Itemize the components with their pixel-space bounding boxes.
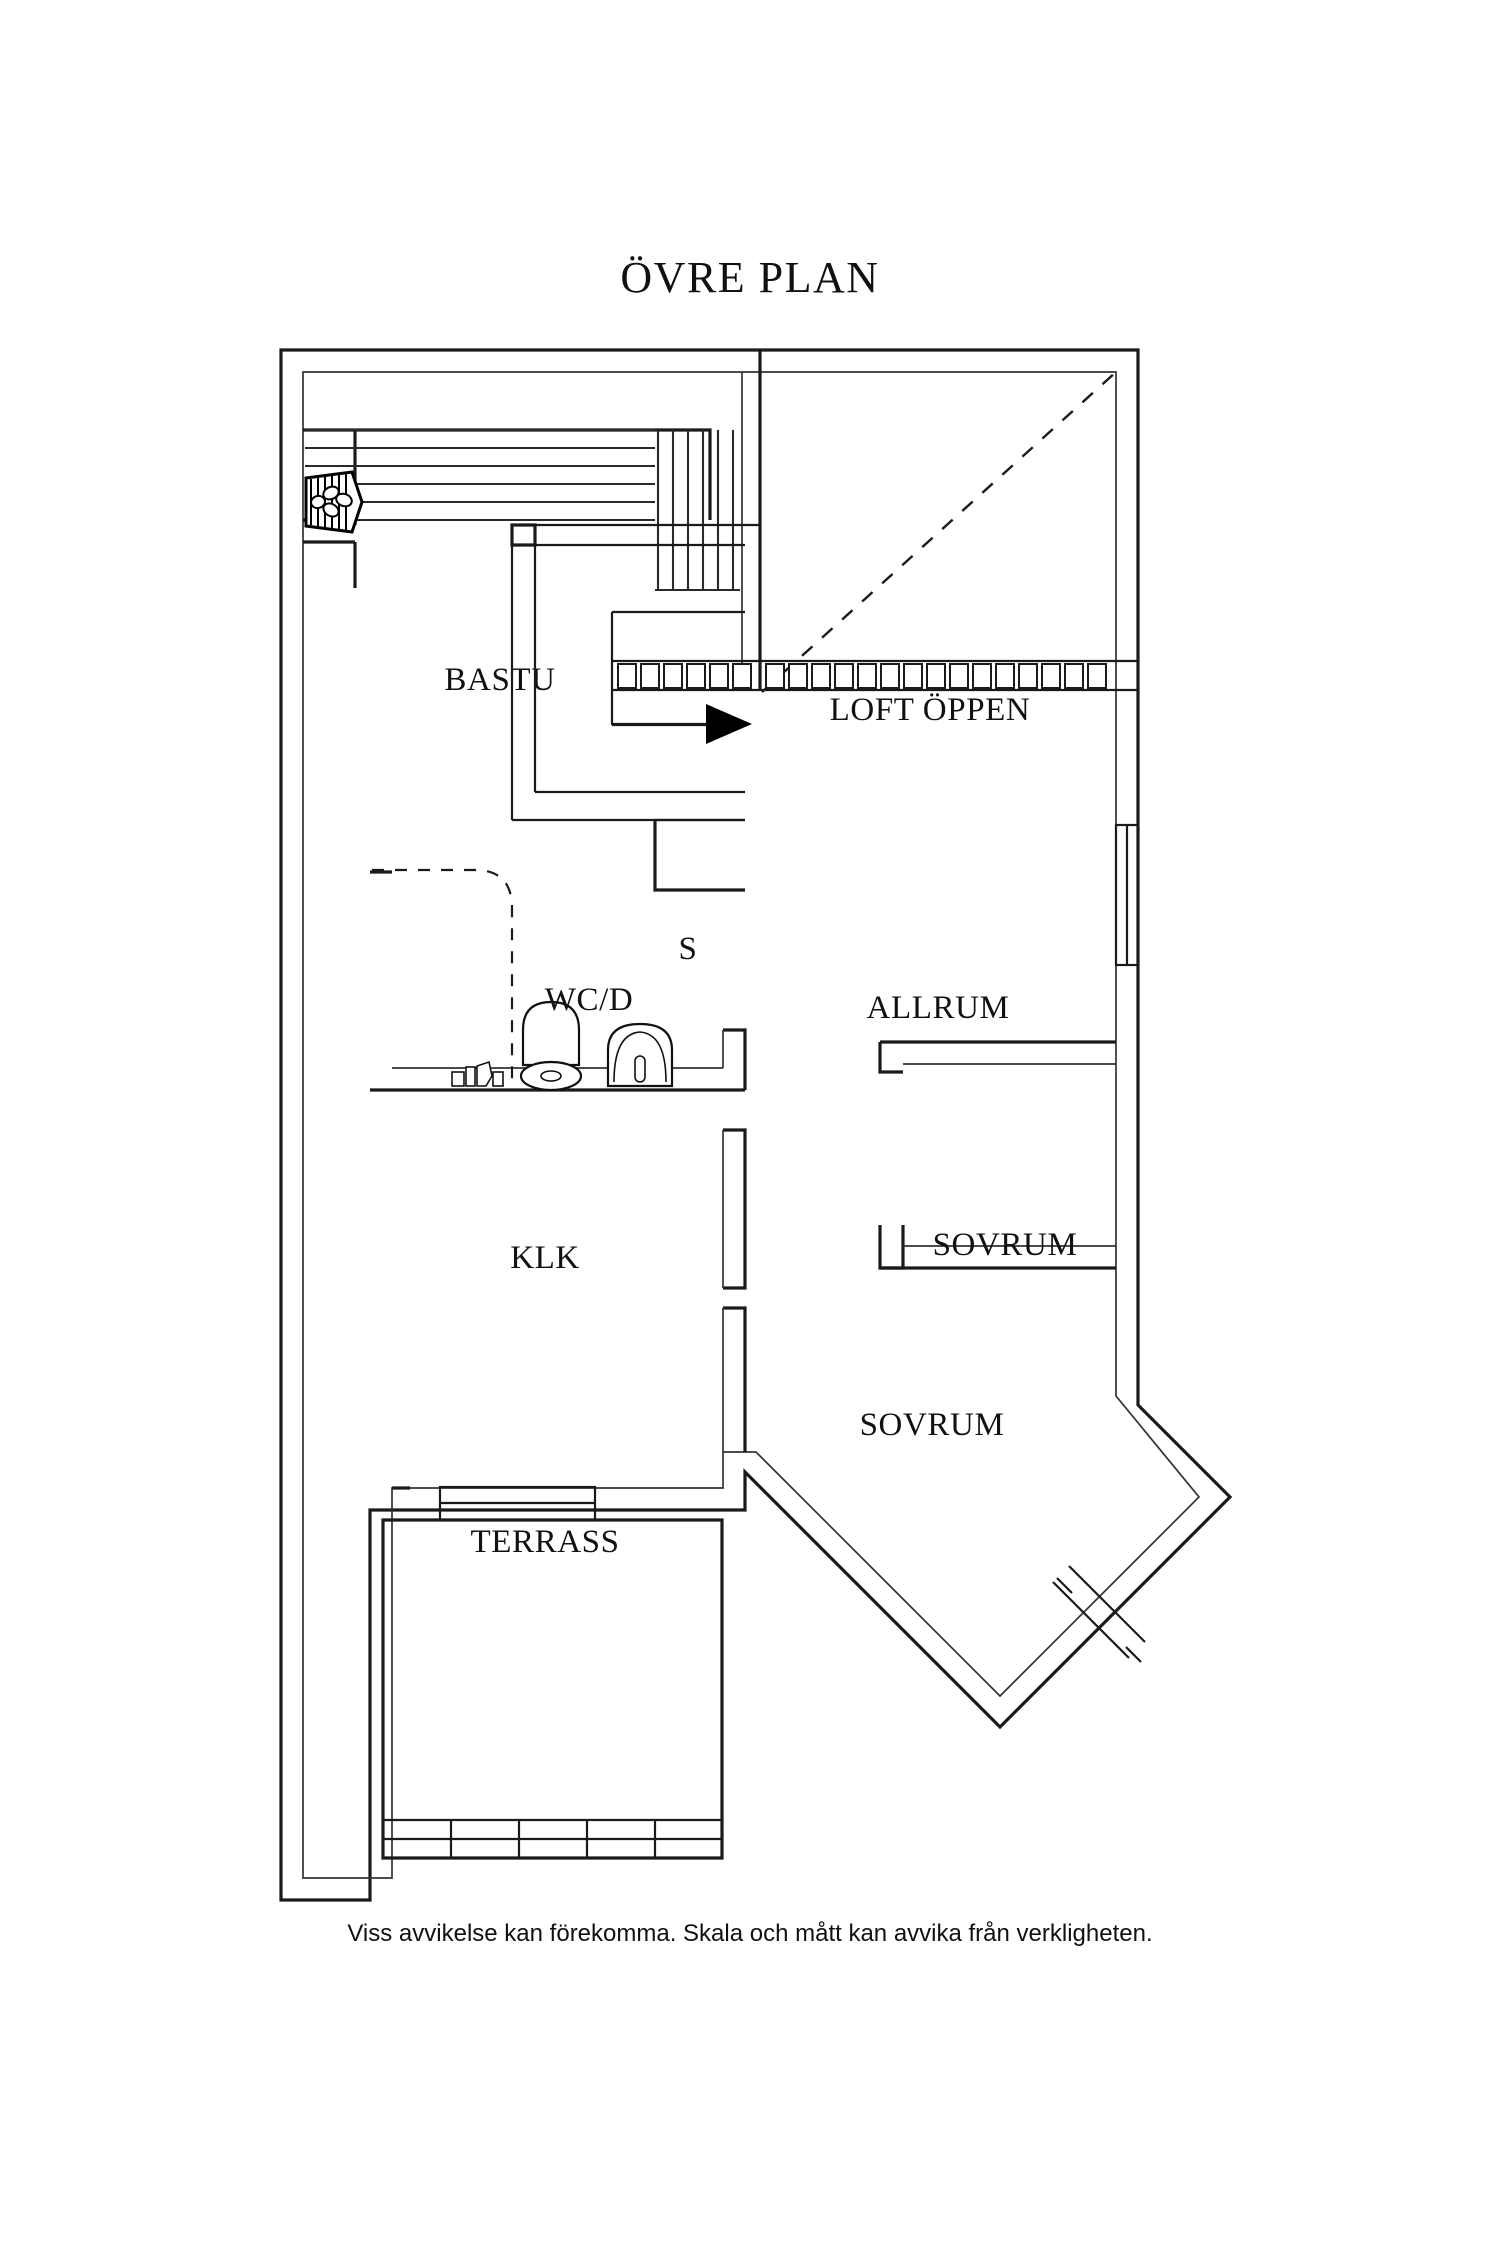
loft-opening-diagonal xyxy=(761,371,1117,693)
loft-railing xyxy=(612,659,1138,692)
window-bay-angled xyxy=(1052,1565,1146,1663)
floor-plan-svg: BASTU LOFT ÖPPEN xyxy=(279,348,1233,1902)
terrass-railing xyxy=(383,1818,722,1860)
exterior-walls xyxy=(279,348,1233,1902)
room-terrass: TERRASS xyxy=(381,1485,724,1860)
page-title: ÖVRE PLAN xyxy=(620,253,880,302)
room-storage-s: S xyxy=(653,818,745,967)
shower-enclosure xyxy=(372,868,514,1088)
staircase xyxy=(510,523,760,822)
room-label-storage-s: S xyxy=(679,931,698,967)
room-wc-d: WC/D xyxy=(370,868,747,1092)
terrass-door-threshold xyxy=(438,1485,597,1522)
room-sovrum-1: KLK xyxy=(392,1128,747,1490)
room-label-loft-oppen: LOFT ÖPPEN xyxy=(830,692,1031,728)
room-bastu: BASTU xyxy=(303,428,740,698)
room-loft-oppen: LOFT ÖPPEN xyxy=(741,350,1117,728)
window-allrum-east xyxy=(1114,823,1140,967)
washbasin-icon xyxy=(606,1022,674,1088)
room-label-sovrum-2: SOVRUM xyxy=(860,1407,1005,1443)
room-label-wc-d: WC/D xyxy=(545,982,634,1018)
room-allrum: ALLRUM xyxy=(867,823,1140,1026)
shower-drain-icon xyxy=(451,1060,504,1087)
room-label-terrass: TERRASS xyxy=(470,1524,619,1560)
room-klk: SOVRUM xyxy=(878,1040,1116,1270)
room-label-allrum: ALLRUM xyxy=(867,990,1010,1026)
room-label-sovrum-1: KLK xyxy=(510,1240,580,1276)
room-label-bastu: BASTU xyxy=(444,662,555,698)
sauna-stove-icon xyxy=(304,470,364,534)
room-sovrum-2: SOVRUM xyxy=(860,1407,1146,1663)
floor-plan-drawing: BASTU LOFT ÖPPEN xyxy=(0,330,1500,1930)
toilet-icon xyxy=(519,1000,583,1092)
stair-direction-arrow xyxy=(612,704,752,744)
sauna-benches-vertical xyxy=(655,430,740,592)
room-label-klk: SOVRUM xyxy=(933,1227,1078,1263)
disclaimer-caption: Viss avvikelse kan förekomma. Skala och … xyxy=(347,1920,1153,1947)
